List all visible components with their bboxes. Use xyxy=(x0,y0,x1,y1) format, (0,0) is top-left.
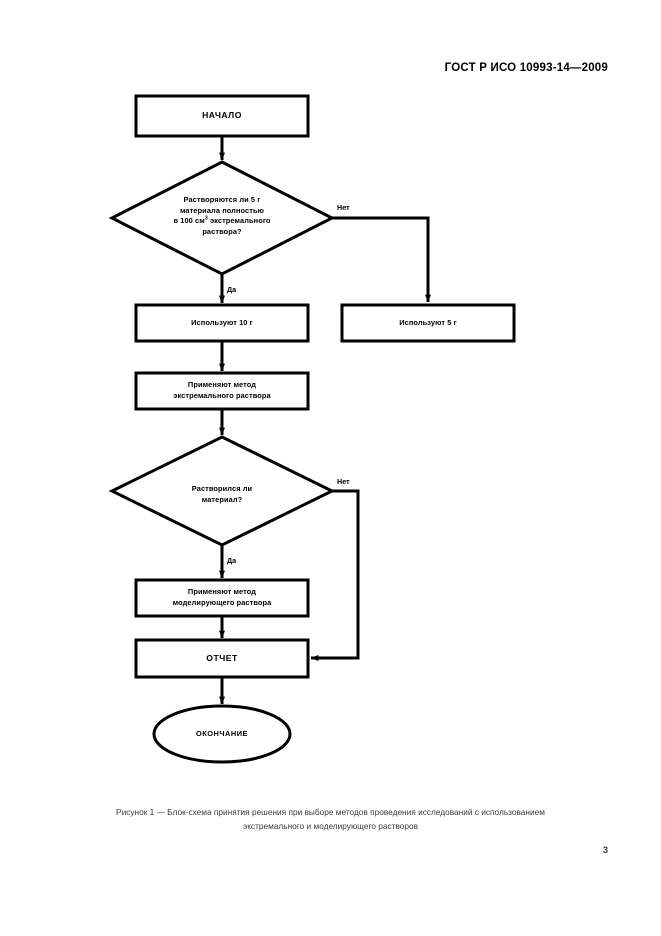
node-use-5g xyxy=(340,303,516,343)
node-use-10g xyxy=(134,303,310,343)
edge-label-decision1-yes: Да xyxy=(227,285,237,294)
figure-caption-line2: экстремального и моделирующего растворов xyxy=(242,821,419,831)
node-method-extreme xyxy=(134,371,310,411)
figure-caption-line1: Рисунок 1 — Блок-схема принятия решения … xyxy=(116,807,545,817)
page-number: 3 xyxy=(602,845,608,855)
node-start xyxy=(134,94,310,138)
edge-decision1-no-to-use5g xyxy=(332,216,432,303)
node-decision-dissolve-5g xyxy=(108,160,336,276)
edge-label-decision1-no: Нет xyxy=(337,203,350,212)
node-end xyxy=(152,704,292,764)
edge-label-decision2-yes: Да xyxy=(227,556,237,565)
edge-label-decision2-no: Нет xyxy=(337,477,350,486)
document-header: ГОСТ Р ИСО 10993-14—2009 xyxy=(444,62,608,74)
node-report xyxy=(134,638,310,679)
flowchart-svg xyxy=(108,94,516,764)
edge-decision2-no-to-report xyxy=(310,489,360,662)
figure-caption: Рисунок 1 — Блок-схема принятия решения … xyxy=(52,805,609,833)
node-decision-dissolved xyxy=(108,435,336,547)
node-method-model xyxy=(134,578,310,618)
flowchart-diagram: НАЧАЛО Растворяются ли 5 г материала пол… xyxy=(108,94,516,764)
